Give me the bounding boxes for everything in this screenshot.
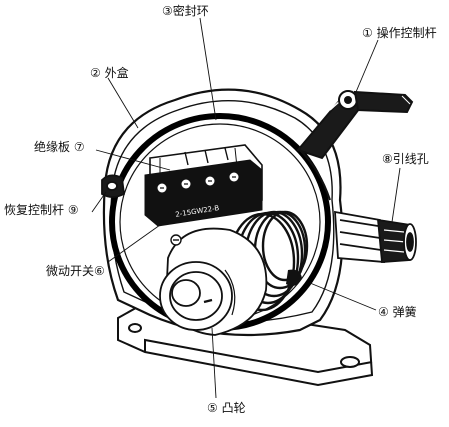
control-lever [296,90,414,201]
label-seal-ring: ③密封环 [162,4,209,18]
screw [170,234,182,246]
cam [159,227,268,336]
label-wire-hole: ⑧引线孔 [382,152,429,166]
label-micro-switch: 微动开关⑥ [46,264,105,278]
leader-lines [91,17,401,399]
reset-lever [101,174,125,198]
label-spring: ④ 弹簧 [378,305,417,319]
label-housing: ② 外盒 [90,66,129,80]
label-insulating-board: 绝缘板 ⑦ [34,140,85,154]
label-control-lever: ① 操作控制杆 [362,26,437,40]
wire-hole-gland [334,210,417,263]
label-cam: ⑤ 凸轮 [207,401,246,415]
label-reset-lever: 恢复控制杆 ⑨ [4,203,79,217]
micro-switch: 2-15GW22-B [144,159,263,227]
